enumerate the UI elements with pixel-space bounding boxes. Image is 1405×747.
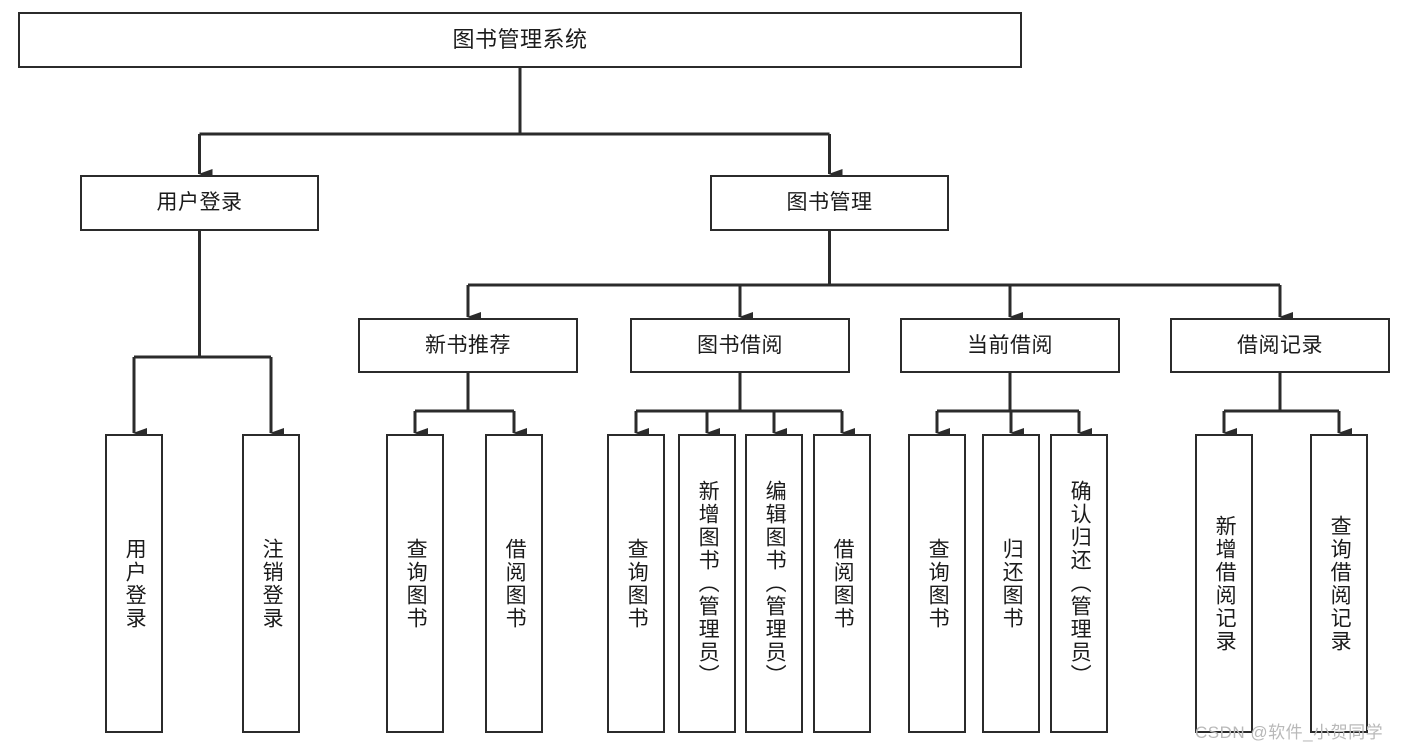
node-label: 查询图书 bbox=[926, 537, 950, 630]
node-l1[interactable]: 用户登录 bbox=[105, 434, 163, 733]
node-borrow[interactable]: 图书借阅 bbox=[630, 318, 850, 373]
node-root[interactable]: 图书管理系统 bbox=[18, 12, 1022, 68]
node-current[interactable]: 当前借阅 bbox=[900, 318, 1120, 373]
watermark-text: CSDN @软件_小贺同学 bbox=[1195, 723, 1384, 742]
node-login[interactable]: 用户登录 bbox=[80, 175, 319, 231]
node-l5[interactable]: 查询图书 bbox=[607, 434, 665, 733]
node-records[interactable]: 借阅记录 bbox=[1170, 318, 1390, 373]
node-label: 注销登录 bbox=[260, 537, 284, 630]
node-label: 借阅图书 bbox=[831, 537, 855, 630]
node-label: 借阅记录 bbox=[1237, 333, 1323, 357]
node-label: 当前借阅 bbox=[967, 333, 1053, 357]
node-l4[interactable]: 借阅图书 bbox=[485, 434, 543, 733]
node-l13[interactable]: 查询借阅记录 bbox=[1310, 434, 1368, 733]
node-l11[interactable]: 确认归还（管理员） bbox=[1050, 434, 1108, 733]
node-label: 借阅图书 bbox=[503, 537, 527, 630]
node-label: 用户登录 bbox=[123, 537, 147, 630]
node-l7[interactable]: 编辑图书（管理员） bbox=[745, 434, 803, 733]
node-l9[interactable]: 查询图书 bbox=[908, 434, 966, 733]
node-label: 新增借阅记录 bbox=[1213, 514, 1237, 653]
node-l6[interactable]: 新增图书（管理员） bbox=[678, 434, 736, 733]
node-l8[interactable]: 借阅图书 bbox=[813, 434, 871, 733]
node-label: 查询图书 bbox=[625, 537, 649, 630]
node-label: 查询借阅记录 bbox=[1328, 514, 1352, 653]
node-label: 确认归还（管理员） bbox=[1068, 480, 1092, 687]
node-l2[interactable]: 注销登录 bbox=[242, 434, 300, 733]
node-label: 编辑图书（管理员） bbox=[763, 480, 787, 687]
node-l3[interactable]: 查询图书 bbox=[386, 434, 444, 733]
node-label: 用户登录 bbox=[156, 191, 243, 215]
node-label: 查询图书 bbox=[404, 537, 428, 630]
node-label: 归还图书 bbox=[1000, 537, 1024, 630]
node-label: 新书推荐 bbox=[425, 333, 511, 357]
node-label: 图书管理 bbox=[786, 191, 873, 215]
node-l10[interactable]: 归还图书 bbox=[982, 434, 1040, 733]
node-newrec[interactable]: 新书推荐 bbox=[358, 318, 578, 373]
node-label: 图书借阅 bbox=[697, 333, 783, 357]
node-label: 图书管理系统 bbox=[452, 26, 588, 52]
node-label: 新增图书（管理员） bbox=[696, 480, 720, 687]
node-l12[interactable]: 新增借阅记录 bbox=[1195, 434, 1253, 733]
node-bookmgr[interactable]: 图书管理 bbox=[710, 175, 949, 231]
